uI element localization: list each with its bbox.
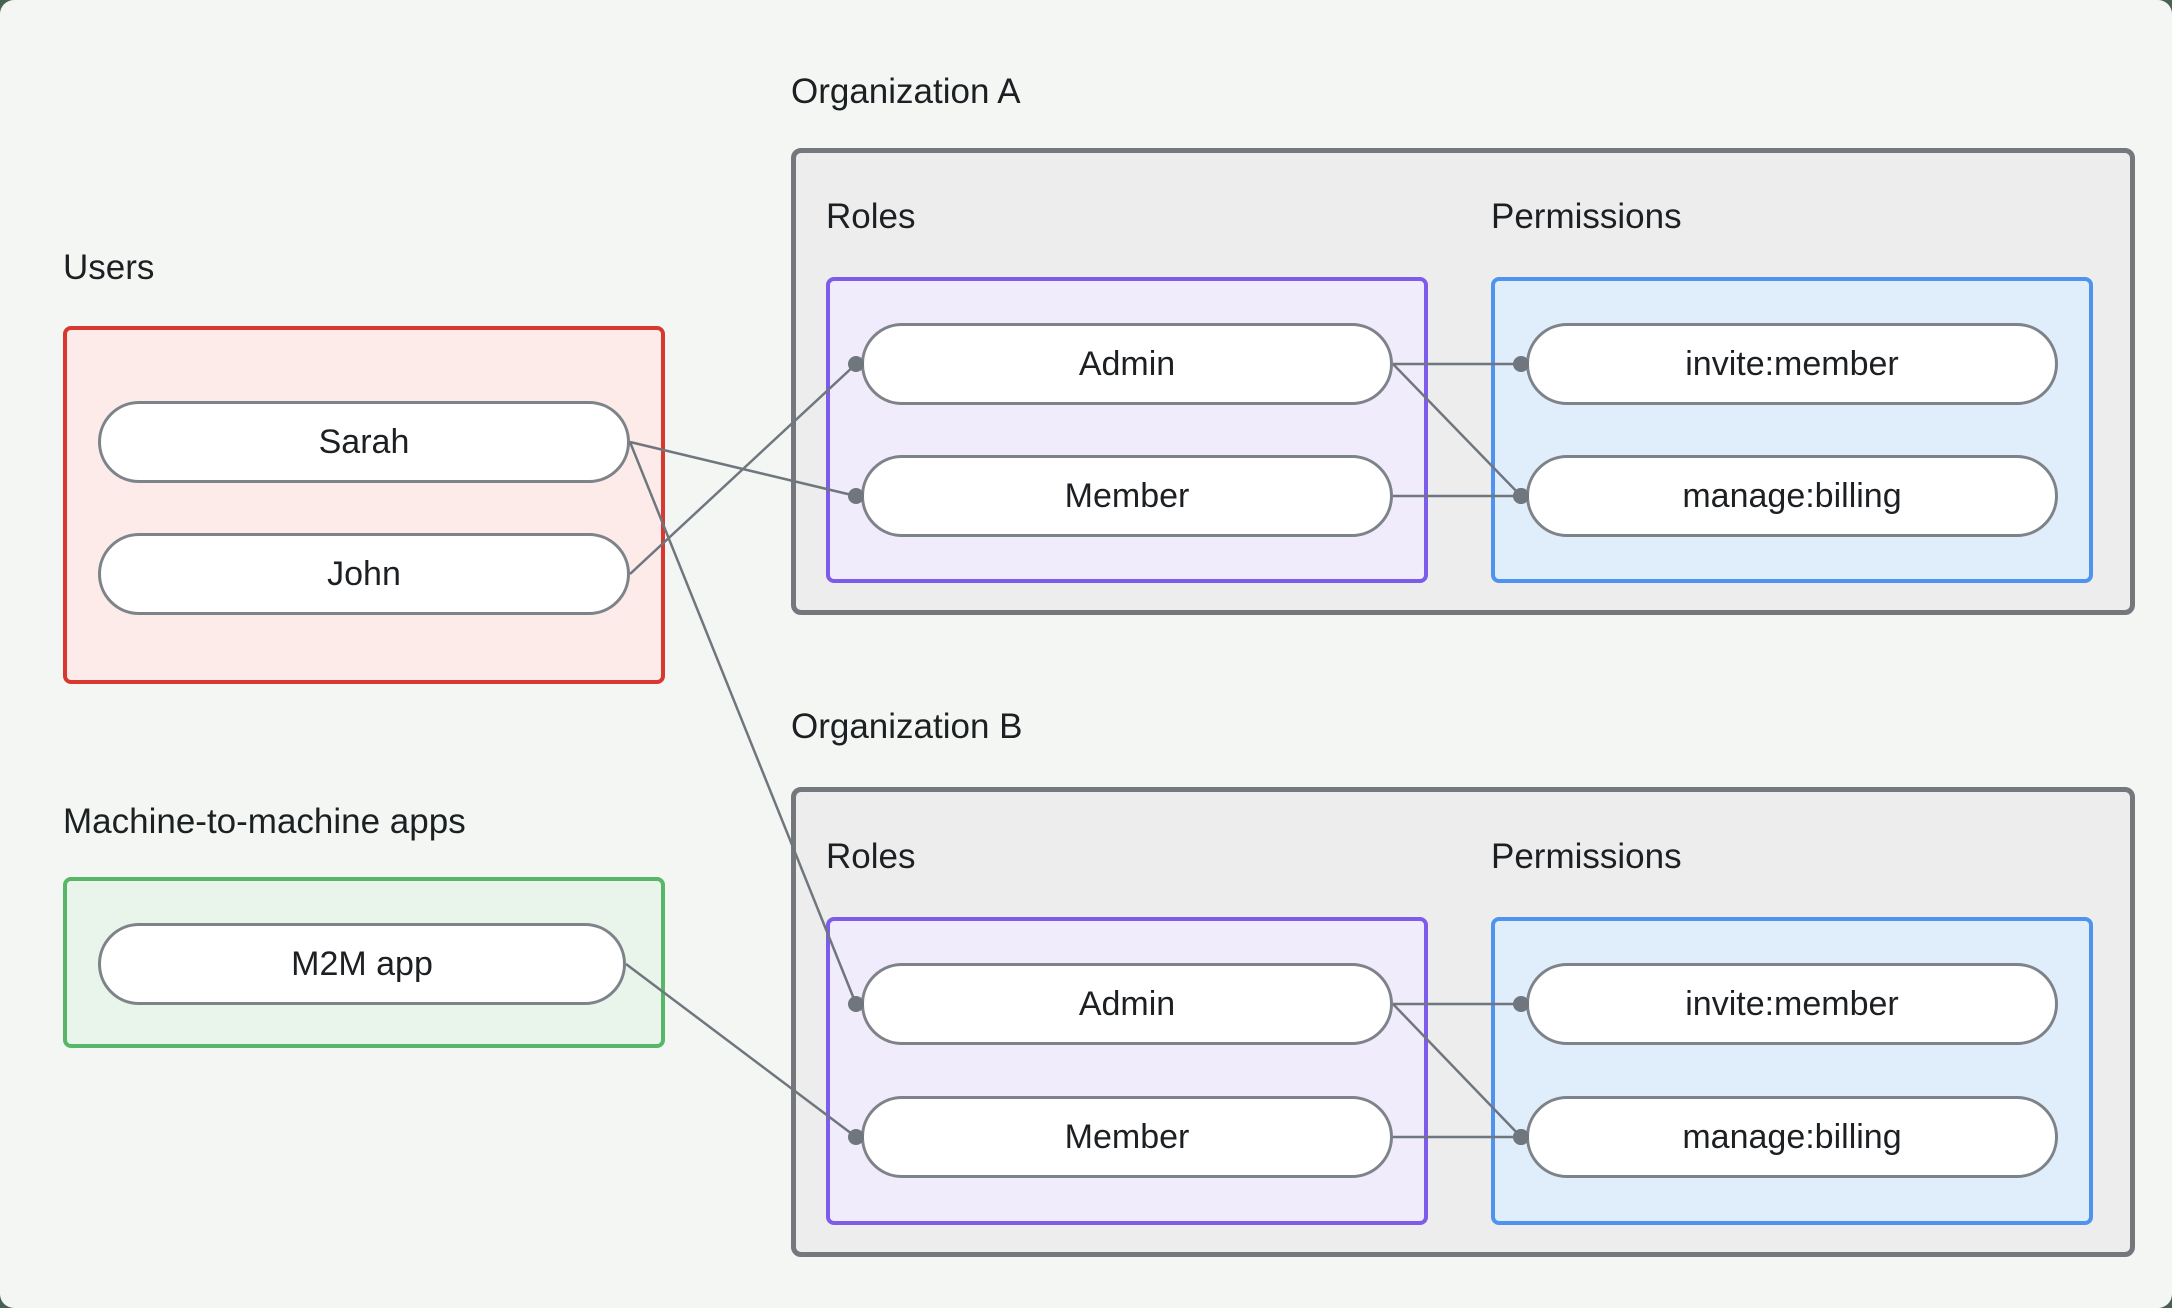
org-b-permission-pill-manage-billing: manage:billing [1526, 1096, 2058, 1178]
org-b-role-pill-admin: Admin [861, 963, 1393, 1045]
org-b-role-admin-label: Admin [1078, 984, 1176, 1023]
org-b-permissions-box: invite:member manage:billing [1491, 917, 2093, 1225]
org-a-title: Organization A [791, 72, 1021, 111]
org-a-role-admin-label: Admin [1078, 344, 1176, 383]
m2m-box: M2M app [63, 877, 665, 1048]
org-a-roles-box: Admin Member [826, 277, 1428, 583]
org-a-permission-manage-label: manage:billing [1682, 476, 1902, 515]
m2m-label: Machine-to-machine apps [63, 802, 466, 841]
org-b-box: Roles Admin Member Permissions invite:me… [791, 787, 2135, 1257]
org-a-role-member-label: Member [1064, 476, 1190, 515]
org-b-permission-pill-invite-member: invite:member [1526, 963, 2058, 1045]
user-pill-john-label: John [327, 554, 401, 593]
org-a-role-pill-member: Member [861, 455, 1393, 537]
org-a-box: Roles Admin Member Permissions invite:me… [791, 148, 2135, 615]
org-a-permissions-box: invite:member manage:billing [1491, 277, 2093, 583]
org-a-permission-pill-manage-billing: manage:billing [1526, 455, 2058, 537]
user-pill-sarah-label: Sarah [318, 422, 410, 461]
org-b-permissions-label: Permissions [1491, 837, 1682, 876]
org-b-permission-invite-label: invite:member [1685, 984, 1899, 1023]
users-label: Users [63, 248, 155, 287]
org-b-roles-label: Roles [826, 837, 916, 876]
org-a-role-pill-admin: Admin [861, 323, 1393, 405]
org-b-role-member-label: Member [1064, 1117, 1190, 1156]
org-a-permission-pill-invite-member: invite:member [1526, 323, 2058, 405]
org-b-role-pill-member: Member [861, 1096, 1393, 1178]
m2m-app-pill-label: M2M app [291, 944, 433, 983]
org-b-permission-manage-label: manage:billing [1682, 1117, 1902, 1156]
org-b-title: Organization B [791, 707, 1023, 746]
users-box: Sarah John [63, 326, 665, 684]
org-a-permissions-label: Permissions [1491, 197, 1682, 236]
user-pill-john: John [98, 533, 630, 615]
m2m-app-pill: M2M app [98, 923, 626, 1005]
org-a-roles-label: Roles [826, 197, 916, 236]
org-b-roles-box: Admin Member [826, 917, 1428, 1225]
org-a-permission-invite-label: invite:member [1685, 344, 1899, 383]
user-pill-sarah: Sarah [98, 401, 630, 483]
